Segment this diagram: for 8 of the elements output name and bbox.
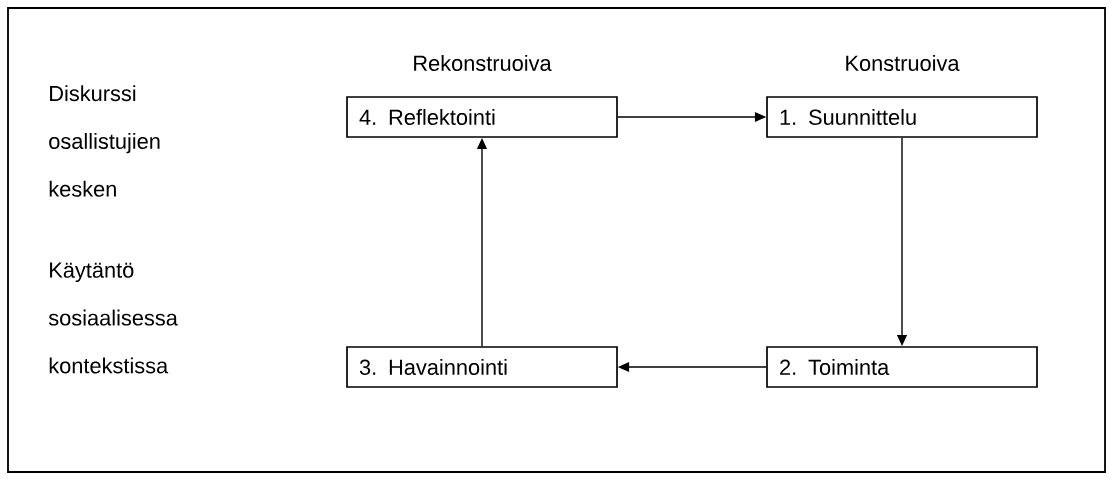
row-label: Diskurssi osallistujien kesken	[49, 85, 160, 197]
column-heading: Konstruoiva	[846, 55, 960, 71]
process-box: 1. Suunnittelu	[766, 96, 1038, 138]
row-label: Käytäntö sosiaalisessa kontekstissa	[48, 262, 178, 374]
column-heading: Rekonstruoiva	[414, 55, 552, 71]
process-box: 3. Havainnointi	[346, 346, 618, 388]
process-box: 2. Toiminta	[766, 346, 1038, 388]
process-box: 4. Reflektointi	[346, 96, 618, 138]
